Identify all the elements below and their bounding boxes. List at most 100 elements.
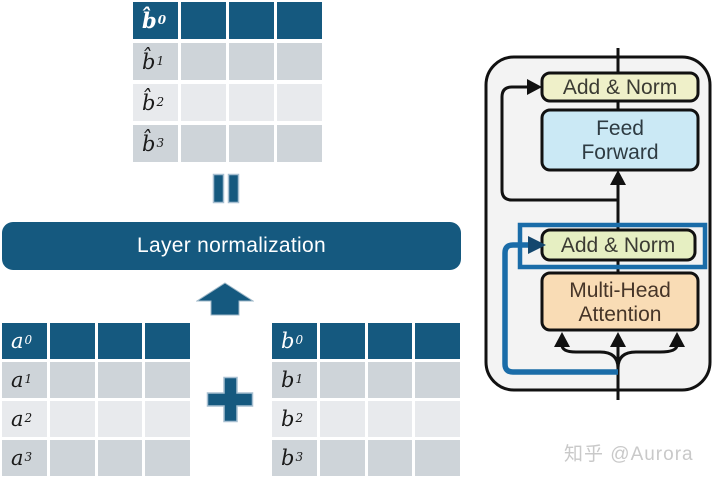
matrix-cell xyxy=(277,84,322,121)
matrix-row-label: b̂1 xyxy=(133,43,178,80)
matrix-label-base: a xyxy=(11,368,24,392)
watermark: 知乎 @Aurora xyxy=(564,439,694,466)
arrowhead-into-addnorm-top xyxy=(527,79,542,95)
matrix-label-superscript: 2 xyxy=(24,411,33,425)
matrix-label-base: b xyxy=(281,329,295,353)
matrix-label-base: b̂ xyxy=(142,131,156,156)
feed-forward-box xyxy=(540,108,700,172)
matrix-label-base: a xyxy=(11,329,24,353)
matrix-label-base: b̂ xyxy=(142,8,157,33)
matrix-cell xyxy=(415,401,460,437)
matrix-cell xyxy=(415,440,460,476)
matrix-cell xyxy=(145,440,190,476)
plus-shape xyxy=(206,376,254,423)
equals-icon xyxy=(212,173,240,204)
qkv-right-branch xyxy=(616,344,679,369)
highlighted-residual-line xyxy=(502,242,618,375)
qkv-left-branch xyxy=(560,344,620,369)
matrix-label-superscript: 3 xyxy=(24,450,33,464)
matrix-cell xyxy=(367,401,413,437)
matrix-cell xyxy=(97,401,143,437)
plus-icon xyxy=(206,376,254,423)
up-arrow-shape xyxy=(196,282,254,316)
matrix-cell xyxy=(229,2,274,39)
arrowhead-into-mha-left xyxy=(554,332,570,347)
mha-label-line1: Multi-Head xyxy=(569,279,671,302)
up-arrow-icon xyxy=(196,282,254,316)
matrix-label-superscript: 1 xyxy=(295,372,304,386)
layer-normalization-label: Layer normalization xyxy=(137,234,326,257)
matrix-label-superscript: 2 xyxy=(295,411,304,425)
flow-arrowheads xyxy=(527,79,685,347)
matrix-cell xyxy=(319,362,365,398)
matrix-cell xyxy=(181,2,226,39)
arrowhead-into-mha-right xyxy=(669,332,685,347)
matrix-label-superscript: 0 xyxy=(157,12,167,27)
matrix-cell xyxy=(319,440,365,476)
matrix-cell xyxy=(367,362,413,398)
matrix-cell xyxy=(319,401,365,437)
arrowhead-into-feed-forward xyxy=(610,170,626,185)
matrix-cell xyxy=(277,125,322,162)
matrix-label-superscript: 3 xyxy=(295,450,304,464)
ff-residual-loop xyxy=(500,85,618,202)
matrix-cell xyxy=(181,43,226,80)
matrix-label-superscript: 1 xyxy=(24,372,33,386)
matrix-cell xyxy=(97,362,143,398)
matrix-cell xyxy=(319,323,365,359)
matrix-row-label: b̂3 xyxy=(133,125,178,162)
matrix-label-base: b̂ xyxy=(142,90,156,115)
matrix-cell xyxy=(97,440,143,476)
mha-label-line2: Attention xyxy=(579,303,662,326)
matrix-row-label: b̂0 xyxy=(133,2,178,39)
matrix-cell xyxy=(145,401,190,437)
matrix-label-base: b xyxy=(281,368,295,392)
matrix-label-superscript: 0 xyxy=(295,333,304,347)
matrix-label-base: b̂ xyxy=(142,49,156,74)
matrix-cell xyxy=(181,84,226,121)
matrix-label-superscript: 2 xyxy=(156,94,165,109)
matrix-cell xyxy=(277,2,322,39)
feed-forward-label-line2: Forward xyxy=(581,141,658,164)
matrix-label-superscript: 0 xyxy=(24,333,33,347)
matrix-row-label: b̂2 xyxy=(133,84,178,121)
matrix-cell xyxy=(415,362,460,398)
equals-bar-right xyxy=(227,173,240,204)
matrix-cell xyxy=(145,362,190,398)
matrix-cell xyxy=(49,401,95,437)
matrix-cell xyxy=(181,125,226,162)
matrix-label-superscript: 3 xyxy=(156,135,165,150)
matrix-cell xyxy=(49,362,95,398)
add-norm-top-label: Add & Norm xyxy=(563,76,677,99)
matrix-cell xyxy=(145,323,190,359)
matrix-cell xyxy=(277,43,322,80)
arrowhead-into-mha-center xyxy=(610,332,626,347)
matrix-label-base: a xyxy=(11,446,24,470)
matrix-cell xyxy=(367,323,413,359)
matrix-cell xyxy=(49,323,95,359)
matrix-cell xyxy=(49,440,95,476)
matrix-cell xyxy=(229,125,274,162)
matrix-cell xyxy=(229,43,274,80)
matrix-label-base: b xyxy=(281,407,295,431)
matrix-label-base: b xyxy=(281,446,295,470)
matrix-cell xyxy=(97,323,143,359)
layer-normalization-banner: Layer normalization xyxy=(2,222,461,270)
highlighted-residual-arrowhead xyxy=(528,236,546,254)
matrix-label-superscript: 1 xyxy=(156,53,165,68)
add-norm-bottom-label: Add & Norm xyxy=(561,234,675,257)
feed-forward-label-line1: Feed xyxy=(596,117,644,140)
matrix-cell xyxy=(229,84,274,121)
matrix-cell xyxy=(367,440,413,476)
multi-head-attention-box xyxy=(540,271,700,332)
